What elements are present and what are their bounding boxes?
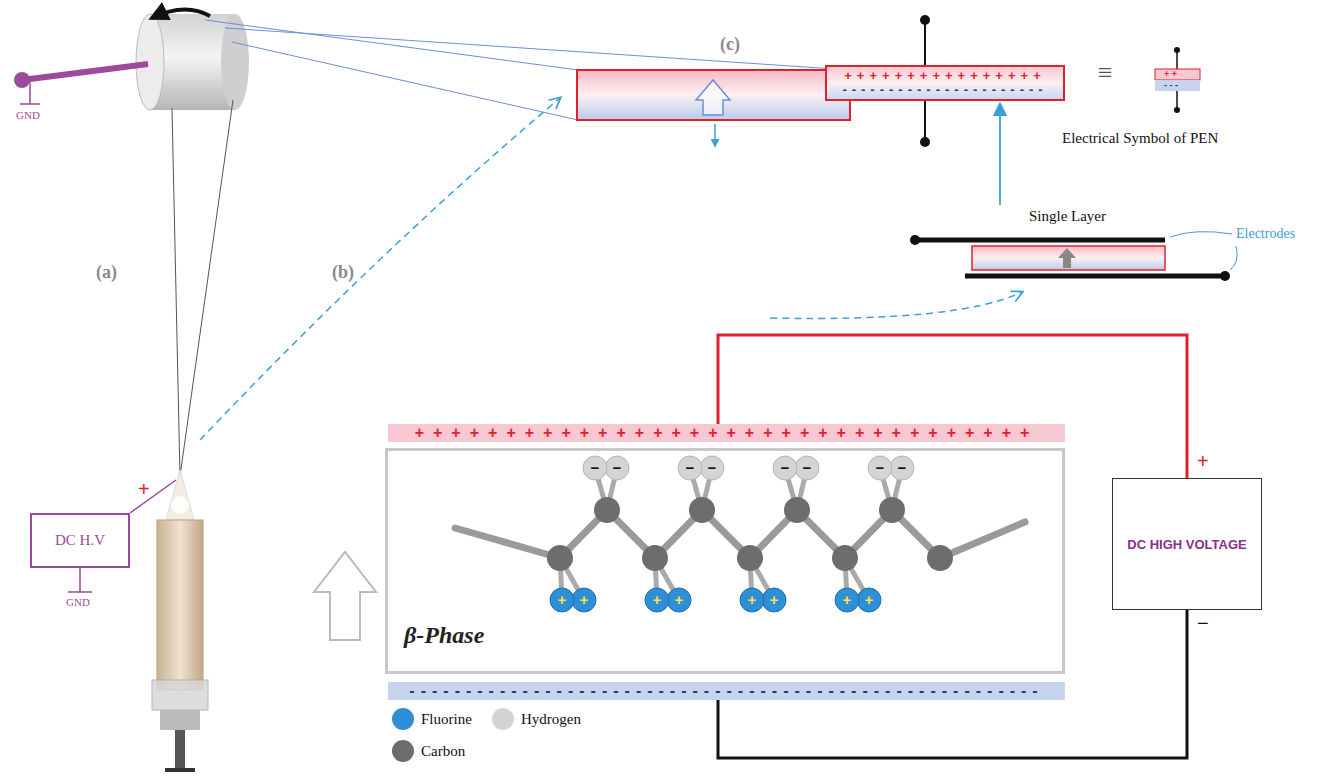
legend-swatch — [392, 740, 414, 762]
panel-label: (b) — [332, 262, 354, 283]
ground-symbol — [68, 568, 92, 592]
equivalence-sign: ≡ — [1098, 58, 1113, 88]
atom-charge: − — [781, 460, 790, 476]
ground-label: GND — [16, 109, 40, 122]
atom-charge: + — [675, 592, 684, 608]
electrode-leader — [1170, 232, 1237, 270]
legend-swatch — [492, 708, 514, 730]
syringe — [152, 470, 208, 770]
hv-source-box: DC H.V — [30, 513, 130, 568]
node-text: DC HIGH VOLTAGE — [1127, 537, 1246, 552]
legend-entry: Carbon — [392, 740, 465, 762]
legend-text: Hydrogen — [521, 711, 581, 728]
charge-row: - - - — [1164, 80, 1178, 91]
panel-label: (a) — [96, 262, 117, 283]
atom-charge: + — [843, 592, 852, 608]
rotation-arrow — [152, 9, 210, 18]
nanofiber-film — [577, 70, 850, 120]
atom-charge: + — [558, 592, 567, 608]
polarity-sign: + — [1197, 450, 1209, 473]
hv-wire — [130, 480, 176, 513]
callout-label: Electrodes — [1236, 226, 1295, 242]
polarity-sign: + — [138, 478, 150, 501]
node-text: ++++++++++++++++++++++++++++++++++ — [415, 424, 1039, 442]
atom-charge: + — [865, 592, 874, 608]
atom-charge: + — [580, 592, 589, 608]
pen-symbol — [1155, 47, 1200, 113]
polarity-sign: − — [1197, 612, 1209, 635]
pvdf-chain — [455, 456, 1025, 612]
fibre-lines — [172, 20, 850, 476]
atom-charge: + — [770, 592, 779, 608]
node-text: DC H.V — [55, 532, 105, 549]
panel-label: (c) — [720, 34, 740, 55]
atom-charge: − — [708, 460, 717, 476]
legend-entry: Fluorine — [392, 708, 472, 730]
legend-text: Carbon — [421, 743, 465, 760]
atom-charge: + — [748, 592, 757, 608]
atom-charge: − — [613, 460, 622, 476]
poling-arrow — [314, 552, 376, 640]
beta-phase-frame: β-Phase — [385, 448, 1065, 674]
atom-charge: + — [653, 592, 662, 608]
atom-charge: − — [876, 460, 885, 476]
node-text: Single Layer — [1029, 207, 1106, 225]
down-arrow — [714, 124, 716, 146]
node-text: ----------------------------------------… — [409, 682, 1043, 700]
negative-plate: ----------------------------------------… — [388, 682, 1065, 700]
layer-to-symbol-arrow — [999, 103, 1001, 205]
pen-element: ++++++++++++++++---------------------- — [825, 65, 1065, 101]
ground-label: GND — [66, 596, 90, 609]
ground-connection — [14, 64, 148, 104]
hv-supply-box: DC HIGH VOLTAGE — [1112, 478, 1262, 610]
node-text: ---------------------- — [842, 83, 1047, 97]
atom-charge: − — [686, 460, 695, 476]
legend-entry: Hydrogen — [492, 708, 581, 730]
node-text: β-Phase — [404, 622, 484, 649]
legend-swatch — [392, 708, 414, 730]
atom-charge: − — [591, 460, 600, 476]
atom-charge: − — [898, 460, 907, 476]
legend-text: Fluorine — [421, 711, 472, 728]
symbol-caption: Electrical Symbol of PEN — [1062, 130, 1218, 147]
node-text: ++++++++++++++++ — [844, 69, 1045, 83]
atom-charge: − — [803, 460, 812, 476]
positive-wire — [718, 335, 1187, 478]
charge-row: + + — [1164, 69, 1177, 80]
single-layer — [910, 235, 1230, 281]
single-layer: Single Layer — [965, 205, 1170, 273]
dashed-callout — [200, 98, 560, 440]
dashed-callout — [770, 292, 1022, 318]
positive-plate: ++++++++++++++++++++++++++++++++++ — [388, 424, 1065, 442]
